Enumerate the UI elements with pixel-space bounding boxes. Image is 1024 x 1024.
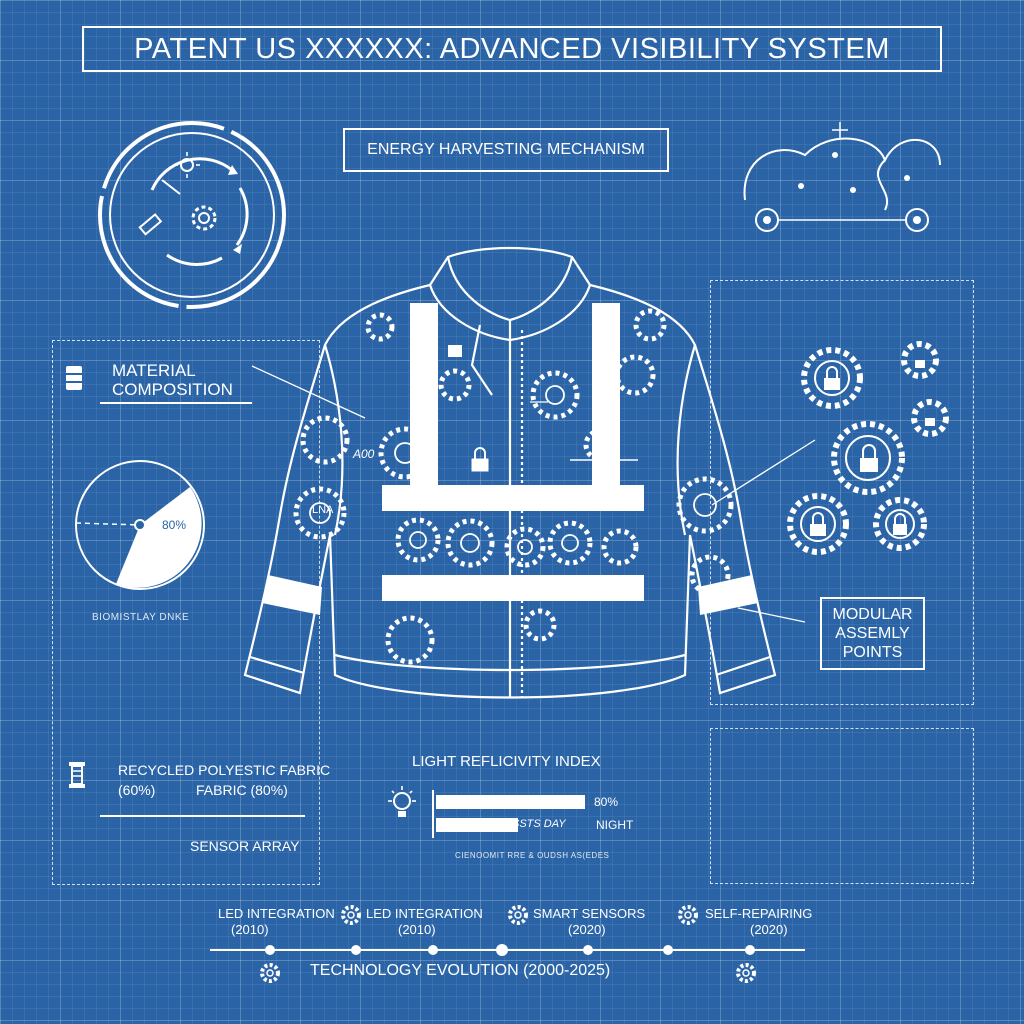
timeline-item-1-year: (2010)	[231, 922, 269, 937]
gear-icon	[341, 905, 361, 925]
sensor-array-label: SENSOR ARRAY	[190, 838, 300, 854]
fabric-line1: RECYCLED POLYESTIC FABRIC	[118, 762, 331, 778]
material-pie-chart	[75, 460, 205, 590]
modular-line3: POINTS	[842, 644, 903, 661]
material-title-underline	[100, 402, 252, 404]
gear-icon	[508, 905, 528, 925]
gear-icon	[260, 963, 280, 983]
energy-harvesting-label: ENERGY HARVESTING MECHANISM	[343, 128, 669, 172]
pie-label-80: 80%	[162, 518, 187, 532]
timeline-item-3-label: SMART SENSORS	[533, 906, 646, 921]
reflectivity-axis	[432, 790, 434, 838]
gear-icon	[736, 963, 756, 983]
modular-assembly-label: MODULAR ASSEMLY POINTS	[820, 597, 925, 670]
modular-panel	[710, 280, 974, 705]
jacket-illustration	[243, 246, 777, 699]
reflectivity-bar-night	[436, 818, 518, 832]
reflectivity-bar-day	[436, 795, 585, 809]
thread-spool-icon	[69, 762, 85, 788]
timeline-item-1-label: LED INTEGRATION	[218, 906, 335, 921]
reflectivity-bar-day-label: 80%	[594, 795, 619, 809]
reflectivity-bar-night-inner: SSTS DAY	[512, 818, 566, 830]
timeline-item-4-year: (2020)	[750, 922, 788, 937]
fabric-divider	[100, 815, 305, 817]
reflectivity-title: LIGHT REFLICIVITY INDEX	[412, 753, 601, 770]
modular-line2: ASSEMLY	[835, 625, 910, 642]
timeline-item-2-year: (2010)	[398, 922, 436, 937]
jacket-badge-text: A00	[353, 447, 375, 461]
timeline-item-3-year: (2020)	[568, 922, 606, 937]
fabric-line2-b: FABRIC (80%)	[196, 782, 288, 798]
material-title-line1: MATERIAL	[112, 361, 196, 380]
timeline-title: TECHNOLOGY EVOLUTION (2000-2025)	[310, 962, 611, 979]
reflectivity-bar-night-label: NIGHT	[596, 818, 634, 832]
vehicle-sketch-icon	[743, 122, 941, 232]
material-icon	[66, 366, 82, 390]
modular-line1: MODULAR	[832, 606, 913, 623]
patent-title: PATENT US XXXXXX: ADVANCED VISIBILITY SY…	[82, 26, 942, 72]
material-title-line2: COMPOSITION	[112, 380, 233, 399]
energy-cycle-icon	[98, 121, 286, 309]
fabric-line2-a: (60%)	[118, 782, 156, 798]
timeline-axis	[210, 944, 805, 956]
timeline-item-2-label: LED INTEGRATION	[366, 906, 483, 921]
lightbulb-icon	[388, 786, 416, 817]
empty-right-panel	[710, 728, 974, 884]
modular-gears-cluster	[787, 341, 949, 555]
jacket-sleeve-code: LNA	[312, 504, 334, 516]
material-caption: BIOMISTLAY DNKE	[92, 612, 190, 623]
reflectivity-footnote: CIENOOMIT RRE & OUDSH AS(EDES	[455, 851, 610, 860]
timeline-item-4-label: SELF-REPAIRING	[705, 906, 813, 921]
gear-icon	[678, 905, 698, 925]
